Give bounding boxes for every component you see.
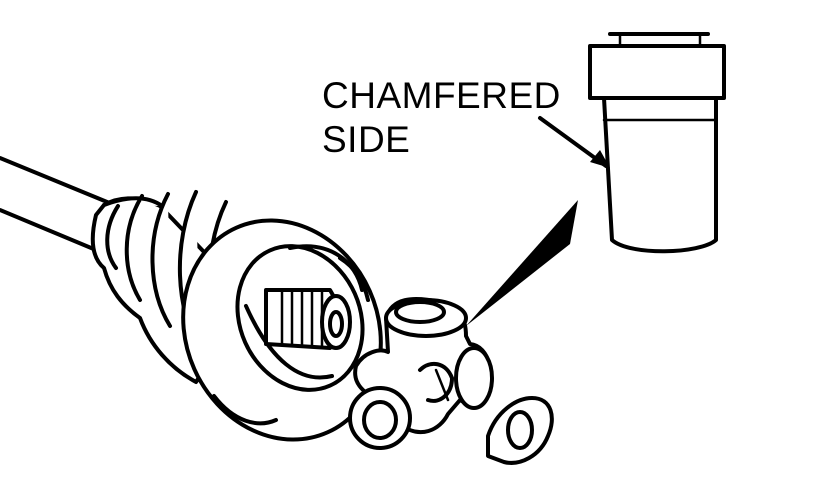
circlip xyxy=(486,396,554,465)
splined-shaft xyxy=(264,288,352,350)
magnify-wedge xyxy=(466,200,578,326)
label-line-1: CHAMFERED xyxy=(322,75,561,116)
axle-shaft xyxy=(0,156,114,252)
chamfered-side-label: CHAMFERED SIDE xyxy=(322,74,561,162)
roller-inset xyxy=(588,32,726,254)
arrow-head xyxy=(590,150,610,168)
label-line-2: SIDE xyxy=(322,119,411,160)
tripod-bearing xyxy=(348,297,494,450)
